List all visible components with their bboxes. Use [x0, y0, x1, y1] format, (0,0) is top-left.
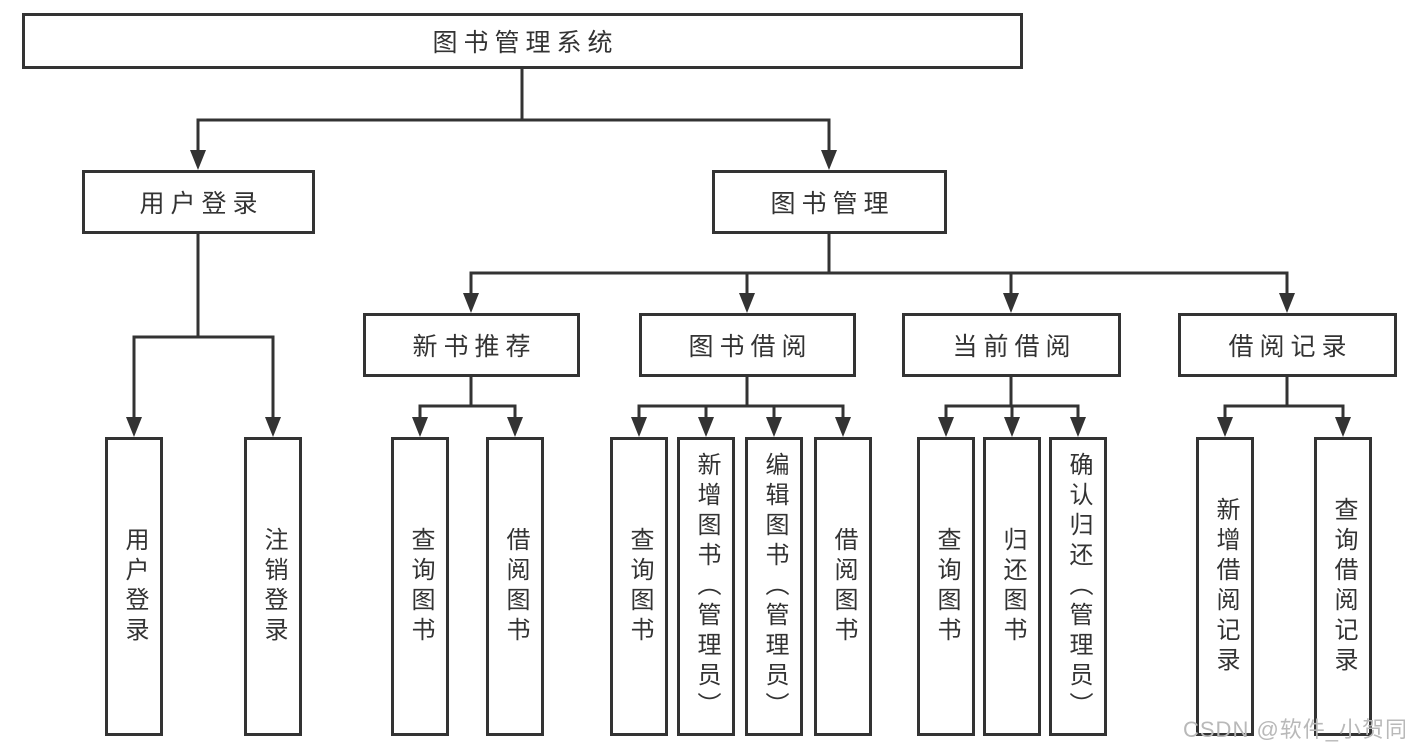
- node-library-management-system: 图书管理系统: [22, 13, 1023, 69]
- connector-book-management-split: [463, 233, 1295, 313]
- connector-user-login-split: [126, 233, 281, 437]
- node-book-management: 图书管理: [712, 170, 947, 234]
- node-borrowing-records: 借阅记录: [1178, 313, 1397, 377]
- connector-borrow-records-split: [1217, 376, 1351, 437]
- node-query-borrow-record: 查询借阅记录: [1314, 437, 1372, 736]
- node-new-book-recommend: 新书推荐: [363, 313, 580, 377]
- node-book-borrowing: 图书借阅: [639, 313, 856, 377]
- node-borrow-books-recommend: 借阅图书: [486, 437, 544, 736]
- node-query-books-current: 查询图书: [917, 437, 975, 736]
- node-user-login-leaf: 用户登录: [105, 437, 163, 736]
- connector-current-borrow-split: [938, 376, 1086, 437]
- connector-new-book-split: [412, 376, 523, 437]
- node-logout: 注销登录: [244, 437, 302, 736]
- connector-root-split: [190, 68, 837, 170]
- node-query-books-recommend: 查询图书: [391, 437, 449, 736]
- connector-book-borrow-split: [631, 376, 851, 437]
- node-current-borrowing: 当前借阅: [902, 313, 1121, 377]
- node-user-login: 用户登录: [82, 170, 315, 234]
- node-query-books-borrow: 查询图书: [610, 437, 668, 736]
- node-confirm-return-admin: 确认归还（管理员）: [1049, 437, 1107, 736]
- node-add-borrow-record: 新增借阅记录: [1196, 437, 1254, 736]
- node-borrow-books-borrow: 借阅图书: [814, 437, 872, 736]
- node-add-books-admin: 新增图书（管理员）: [677, 437, 735, 736]
- node-return-books: 归还图书: [983, 437, 1041, 736]
- node-edit-books-admin: 编辑图书（管理员）: [745, 437, 803, 736]
- csdn-watermark: CSDN @软件_小贺同学: [1183, 717, 1405, 742]
